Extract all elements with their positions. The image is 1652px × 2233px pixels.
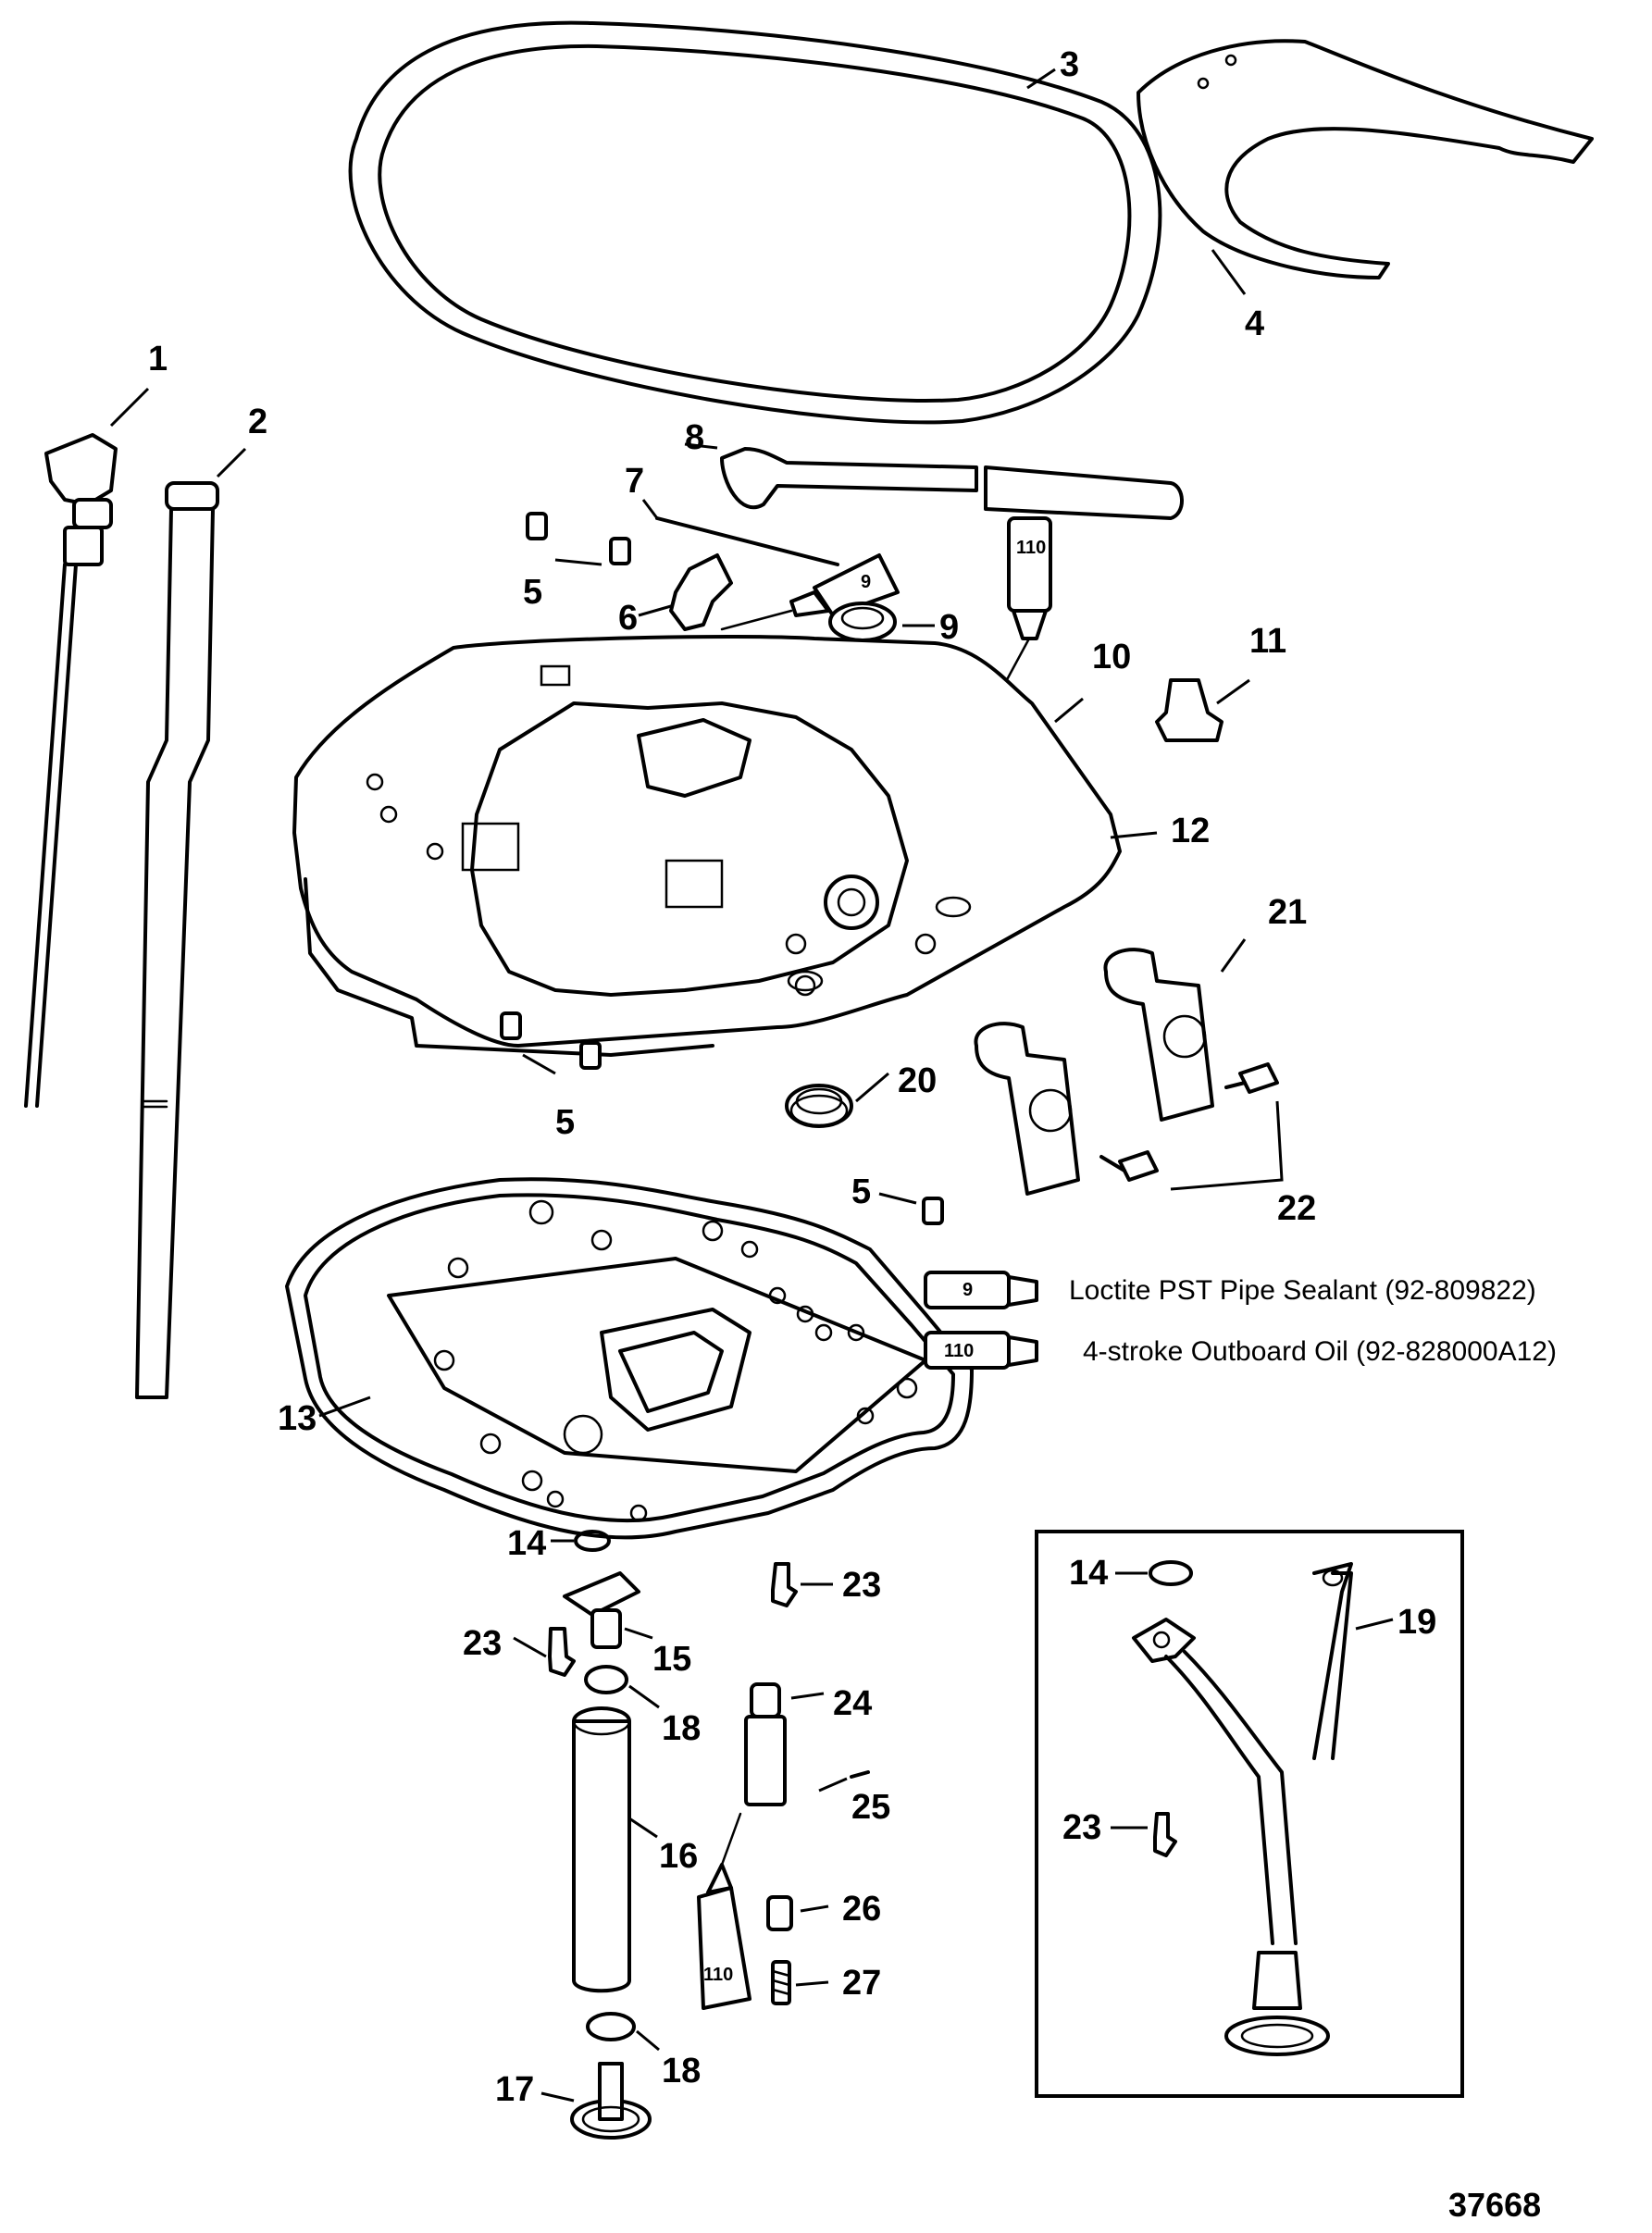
label-19: 19	[1397, 1603, 1436, 1642]
label-3: 3	[1060, 45, 1079, 84]
label-18-lower: 18	[662, 2052, 701, 2090]
part-16-water-tube	[572, 1706, 631, 1993]
label-23-right: 23	[842, 1566, 881, 1605]
label-17: 17	[495, 2070, 534, 2109]
label-20: 20	[898, 1061, 937, 1100]
label-2: 2	[248, 403, 267, 441]
legend-oil-text: 4-stroke Outboard Oil (92-828000A12)	[1083, 1336, 1557, 1367]
part-23-screw-inset	[1153, 1812, 1177, 1857]
label-9: 9	[939, 608, 959, 647]
part-20-seal	[785, 1084, 853, 1128]
part-4-gasket	[1137, 39, 1594, 279]
part-24-fitting	[744, 1682, 787, 1806]
label-23-inset: 23	[1062, 1808, 1101, 1847]
part-18-clamp-upper	[584, 1665, 628, 1694]
part-14-oring-inset	[1149, 1560, 1193, 1586]
oil-tube-lower: 110	[697, 1812, 751, 2010]
label-7: 7	[625, 462, 644, 501]
part-25-pin	[850, 1770, 870, 1779]
label-16: 16	[659, 1837, 698, 1876]
label-5-middle: 5	[555, 1103, 575, 1142]
oil-tube-upper: 110	[1002, 516, 1052, 687]
part-17-seal	[570, 2062, 652, 2140]
part-13-gasket	[285, 1177, 974, 1540]
legend: 9 Loctite PST Pipe Sealant (92-809822) 1…	[924, 1271, 1557, 1370]
part-22-screws	[1099, 1062, 1279, 1182]
part-8-hose	[720, 447, 1184, 520]
label-24: 24	[833, 1684, 872, 1723]
label-14: 14	[507, 1524, 546, 1563]
part-18-clamp-lower	[586, 2012, 636, 2041]
part-14-oring	[574, 1530, 611, 1552]
part-15-fitting	[563, 1571, 640, 1649]
label-14-inset: 14	[1069, 1554, 1108, 1593]
sealant-tube-upper: 9	[720, 553, 900, 631]
part-1-dipstick	[24, 433, 118, 1108]
legend-oil: 110 4-stroke Outboard Oil (92-828000A12)	[924, 1331, 1557, 1370]
part-6-fitting	[669, 553, 733, 631]
part-5-dowels-upper	[526, 512, 631, 565]
label-1: 1	[148, 340, 168, 378]
label-25: 25	[851, 1788, 890, 1827]
part-7-rod	[655, 516, 839, 566]
label-12: 12	[1171, 812, 1210, 850]
part-11-grommet	[1155, 678, 1223, 742]
part-5-dowel-lower	[922, 1197, 944, 1225]
label-21: 21	[1268, 893, 1307, 932]
label-5-lower: 5	[851, 1172, 871, 1211]
label-27: 27	[842, 1964, 881, 2003]
label-22: 22	[1277, 1189, 1316, 1228]
part-23-screws	[548, 1562, 798, 1677]
part-2-dipstick-tube	[135, 481, 219, 1399]
part-21-housing	[1103, 948, 1214, 1122]
legend-sealant: 9 Loctite PST Pipe Sealant (92-809822)	[924, 1271, 1536, 1309]
svg-text:110: 110	[703, 1965, 733, 1985]
part-27-spring	[771, 1960, 791, 2005]
label-6: 6	[618, 599, 638, 638]
label-8: 8	[685, 418, 704, 457]
part-5-dowels-middle	[500, 1011, 602, 1070]
drawing-number: 37668	[1448, 2186, 1541, 2224]
part-19-pickup-tube	[1132, 1562, 1353, 2056]
part-3-seal	[348, 20, 1162, 425]
legend-sealant-text: Loctite PST Pipe Sealant (92-809822)	[1069, 1275, 1536, 1306]
label-18-upper: 18	[662, 1709, 701, 1748]
label-5-top: 5	[523, 573, 542, 612]
label-10: 10	[1092, 638, 1131, 676]
label-23-left: 23	[463, 1624, 502, 1663]
svg-text:9: 9	[861, 572, 871, 592]
label-11: 11	[1249, 622, 1286, 661]
svg-text:110: 110	[944, 1341, 974, 1361]
label-4: 4	[1245, 304, 1264, 343]
part-12-adapter-plate	[292, 635, 1122, 1057]
part-21-housing-lower	[974, 1022, 1080, 1196]
part-26-dowel	[766, 1895, 793, 1931]
label-26: 26	[842, 1890, 881, 1929]
inset-box: 14 19 23	[1035, 1530, 1464, 2098]
part-9-seal	[828, 602, 897, 642]
svg-text:9: 9	[963, 1280, 973, 1300]
svg-text:110: 110	[1016, 538, 1046, 558]
label-13: 13	[278, 1399, 317, 1438]
label-15: 15	[652, 1640, 691, 1679]
